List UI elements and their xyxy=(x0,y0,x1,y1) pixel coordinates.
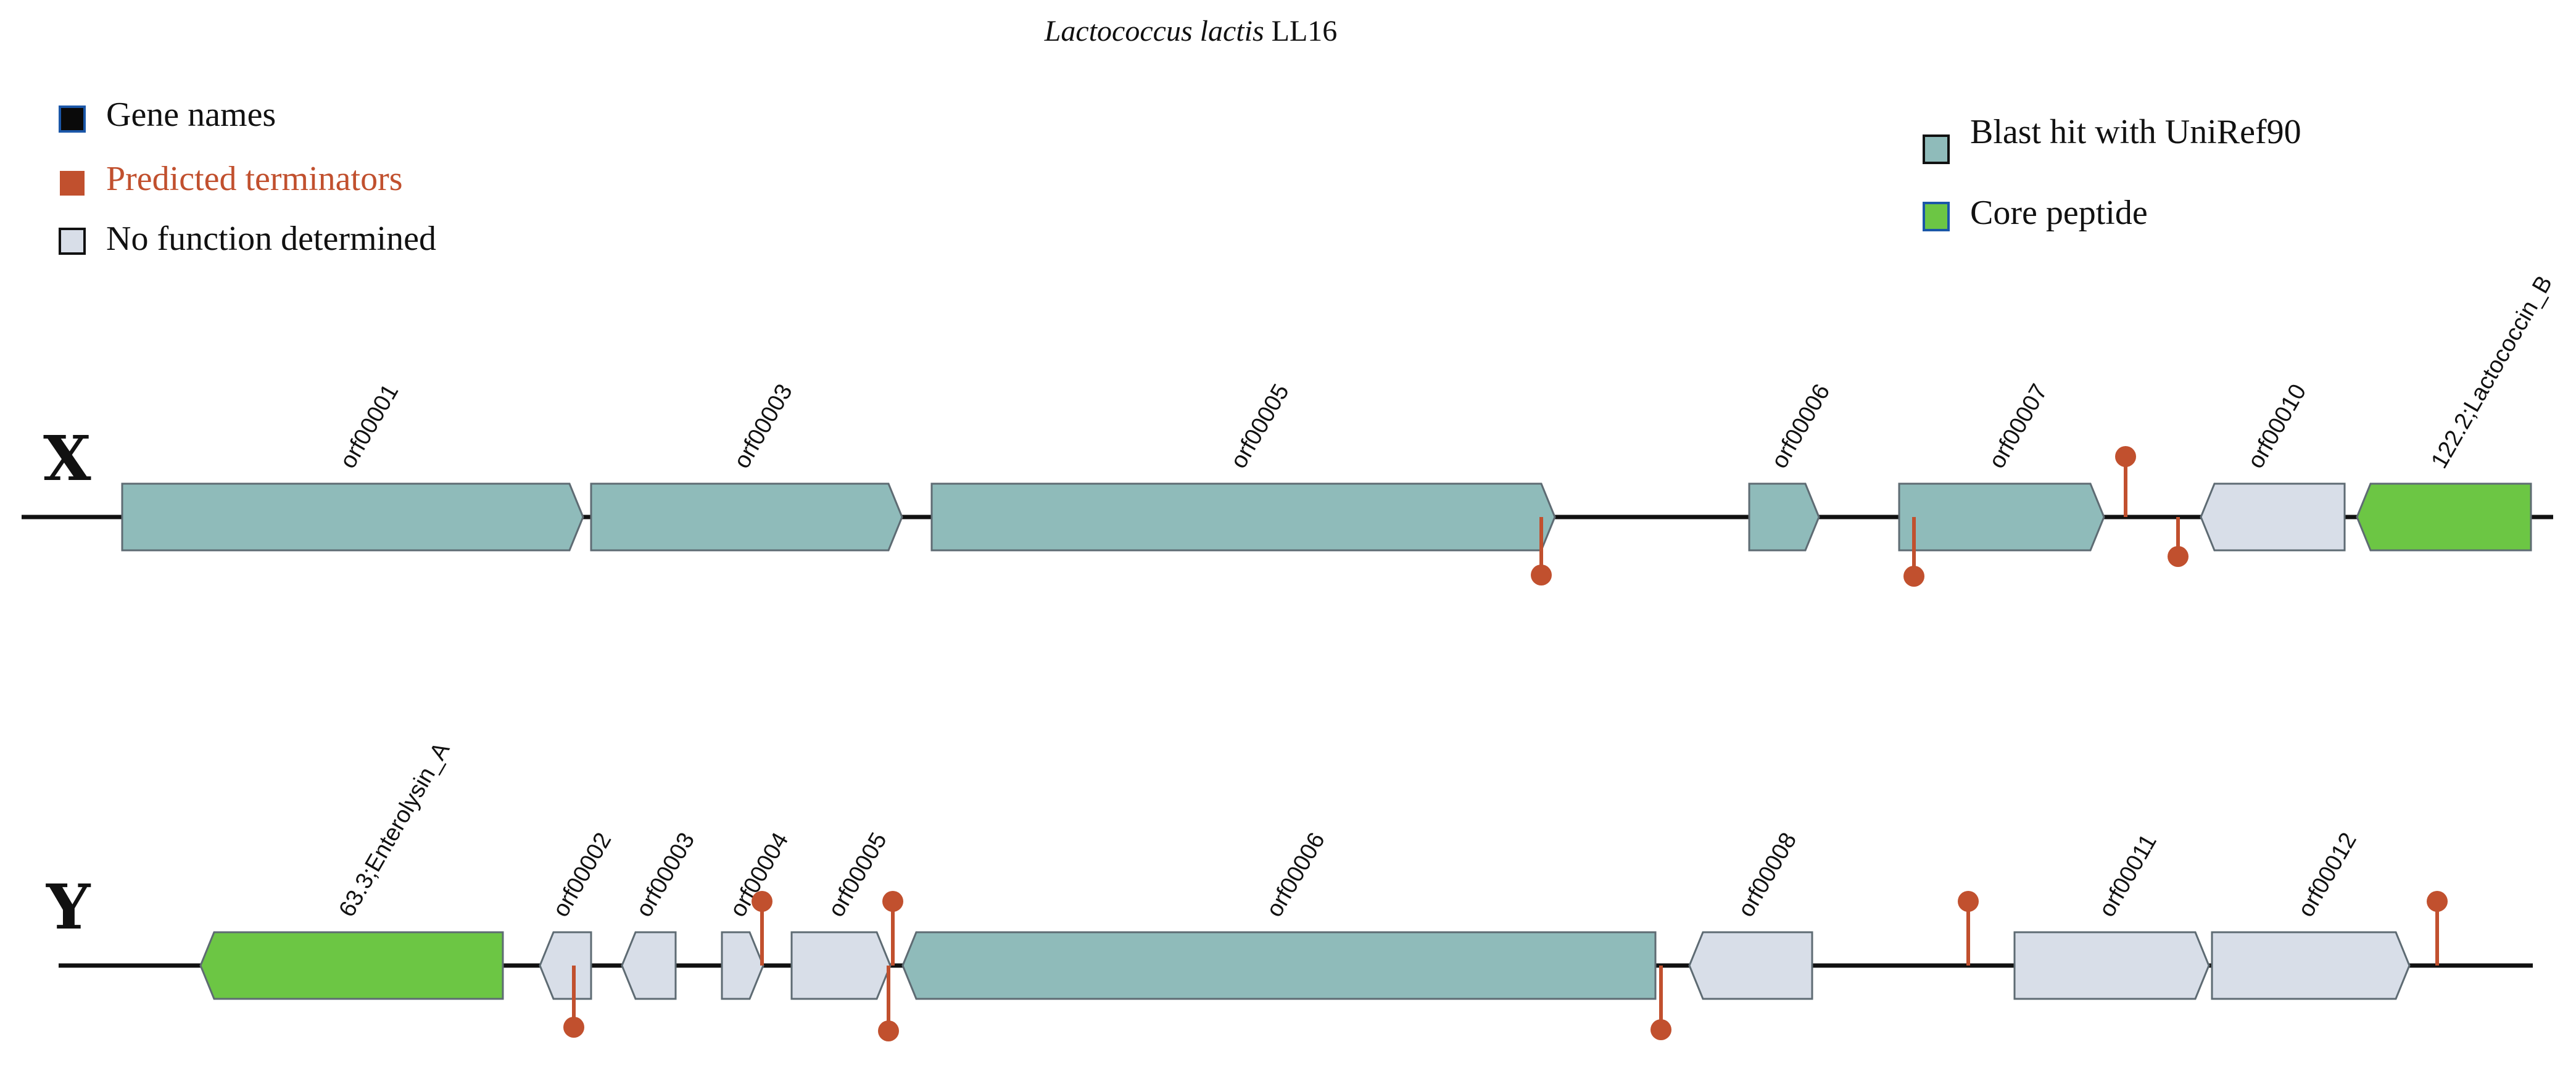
terminator-head xyxy=(2115,446,2136,467)
gene-label-orf00010: orf00010 xyxy=(2243,380,2311,473)
gene-group-x: orf00001 orf00003 orf00005 orf00006 orf00007… xyxy=(121,271,2557,552)
gene-label-orf00005: orf00005 xyxy=(823,829,892,922)
legend-item-blast-hit: Blast hit with UniRef90 xyxy=(1923,113,2301,164)
legend-swatch-no-function xyxy=(59,228,86,255)
legend-label-core-peptide: Core peptide xyxy=(1970,194,2148,232)
terminator-marker xyxy=(1903,517,1924,587)
terminator-head xyxy=(2168,546,2189,567)
gene-arrow-orf00002 xyxy=(539,931,592,1000)
terminator-group-y xyxy=(563,891,2448,1041)
track-label-y: Y xyxy=(46,871,91,943)
gene-arrow-orf00012 xyxy=(2211,931,2411,1000)
terminator-head xyxy=(1903,566,1924,587)
legend-item-gene-names: Gene names xyxy=(59,96,276,134)
terminator-marker xyxy=(1958,891,1979,966)
terminator-head xyxy=(878,1020,899,1041)
legend-item-predicted-terminators: Predicted terminators xyxy=(60,160,403,198)
legend-label-gene-names: Gene names xyxy=(106,96,276,134)
gene-label-orf00012: orf00012 xyxy=(2293,829,2361,922)
terminator-marker xyxy=(563,966,584,1038)
terminator-marker xyxy=(752,891,772,966)
gene-label-orf00002: orf00002 xyxy=(548,829,616,922)
title-strain: LL16 xyxy=(1272,15,1338,48)
gene-label-orf00006: orf00006 xyxy=(1766,380,1835,473)
gene-label-orf00007: orf00007 xyxy=(1984,380,2052,473)
terminator-group-x xyxy=(1531,446,2189,587)
gene-label-122-2-lactococcin-b: 122.2;Lactococcin_B xyxy=(2426,271,2557,473)
legend-swatch-gene-names xyxy=(59,106,86,133)
gene-arrow-orf00007 xyxy=(1898,482,2105,552)
gene-arrow-122-2-lactococcin-b xyxy=(2356,482,2532,552)
legend-swatch-blast-hit xyxy=(1923,134,1950,164)
track-label-x: X xyxy=(43,422,91,495)
title-species: Lactococcus lactis xyxy=(1044,15,1264,48)
gene-arrow-orf00011 xyxy=(2013,931,2210,1000)
figure-title: Lactococcus lactis LL16 xyxy=(1044,15,1338,48)
gene-label-orf00005: orf00005 xyxy=(1225,380,1294,473)
terminator-marker xyxy=(2115,446,2136,517)
terminator-marker xyxy=(1650,966,1671,1040)
terminator-head xyxy=(1650,1019,1671,1040)
terminator-head xyxy=(1531,565,1552,585)
terminator-head xyxy=(752,891,772,912)
gene-arrow-orf00005 xyxy=(930,482,1556,552)
terminator-marker xyxy=(2427,891,2448,966)
gene-arrow-orf00005 xyxy=(790,931,892,1000)
terminator-head xyxy=(1958,891,1979,912)
terminator-head xyxy=(882,891,903,912)
terminator-marker xyxy=(2168,517,2189,567)
terminator-marker xyxy=(1531,517,1552,585)
gene-label-orf00011: orf00011 xyxy=(2094,830,2162,921)
gene-arrow-orf00010 xyxy=(2200,482,2346,552)
gene-label-orf00003: orf00003 xyxy=(729,380,797,473)
legend-swatch-core-peptide xyxy=(1923,202,1950,231)
legend-label-terminators: Predicted terminators xyxy=(106,160,403,198)
legend-label-no-function: No function determined xyxy=(106,220,436,258)
gene-label-orf00006: orf00006 xyxy=(1261,829,1330,922)
gene-arrow-orf00006 xyxy=(1748,482,1820,552)
legend-left: Gene names Predicted terminators No func… xyxy=(59,96,436,258)
legend-item-no-function: No function determined xyxy=(59,220,436,258)
gene-arrow-orf00003 xyxy=(590,482,903,552)
gene-arrow-orf00006 xyxy=(901,931,1657,1000)
terminator-marker xyxy=(878,966,899,1041)
terminator-marker xyxy=(882,891,903,966)
legend-item-core-peptide: Core peptide xyxy=(1923,194,2148,232)
legend-label-blast-hit: Blast hit with UniRef90 xyxy=(1970,113,2301,151)
legend-swatch-terminators xyxy=(60,171,85,196)
gene-label-orf00008: orf00008 xyxy=(1733,829,1802,922)
gene-label-orf00001: orf00001 xyxy=(335,380,404,473)
gene-label-63-3-enterolysin-a: 63.3;Enterolysin_A xyxy=(334,738,455,922)
terminator-head xyxy=(563,1017,584,1038)
gene-arrow-orf00008 xyxy=(1688,931,1813,1000)
gene-arrow-orf00003 xyxy=(621,931,677,1000)
terminator-head xyxy=(2427,891,2448,912)
gene-arrow-63-3-enterolysin-a xyxy=(199,931,504,1000)
gene-arrow-orf00004 xyxy=(721,931,764,1000)
gene-arrow-orf00001 xyxy=(121,482,584,552)
gene-label-orf00003: orf00003 xyxy=(631,829,700,922)
legend-right: Blast hit with UniRef90 Core peptide xyxy=(1923,113,2301,232)
